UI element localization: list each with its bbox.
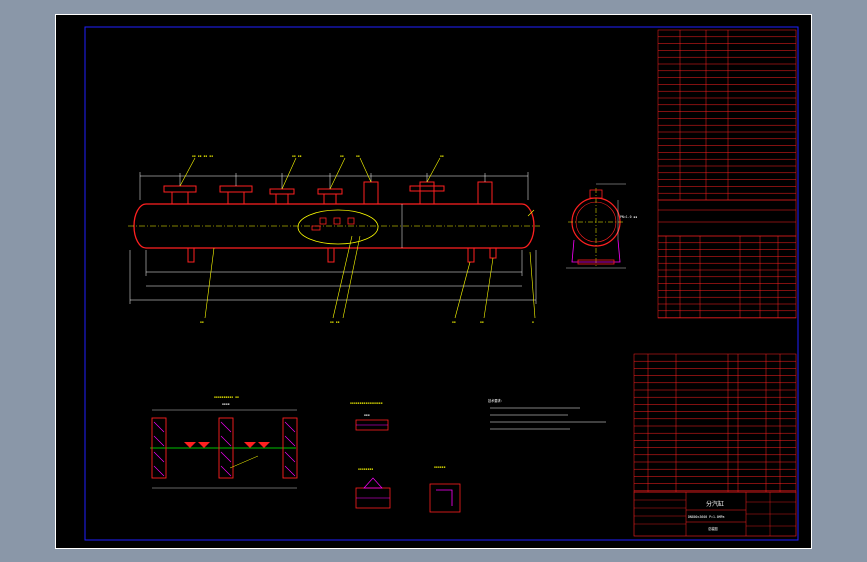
bottom-dimension-lines [129,250,537,304]
top-nozzles [163,181,493,205]
notes-header: 技术要求: [488,398,503,403]
svg-text:▪▪ ▪▪ ▪▪ ▪▪: ▪▪ ▪▪ ▪▪ ▪▪ [192,154,213,158]
svg-text:▪▪▪▪: ▪▪▪▪ [222,402,230,406]
title-block-subtitle: DN800×3600 P=1.0MPa [688,515,725,519]
weld-detail-3: ▪▪▪▪▪▪ [429,465,461,513]
svg-text:▪▪▪▪▪▪▪▪▪▪ ▪▪: ▪▪▪▪▪▪▪▪▪▪ ▪▪ [214,395,239,399]
outer-sheet-border [55,14,812,549]
top-dimension-chain [139,172,529,200]
svg-text:▪▪▪▪▪▪▪▪: ▪▪▪▪▪▪▪▪ [358,467,373,471]
technical-notes-table [657,199,797,237]
svg-text:▪: ▪ [532,320,534,324]
svg-text:▪▪: ▪▪ [200,320,204,324]
main-elevation-view: ▪▪ ▪▪ ▪▪ ▪▪▪▪ ▪▪ ▪▪▪▪▪▪ ▪▪▪▪ ▪▪ ▪▪▪▪▪ [128,154,540,324]
vessel-shell [133,203,535,249]
end-side-view: PN=1.0 ▪▪ [566,183,637,269]
svg-text:▪▪: ▪▪ [440,154,444,158]
title-block-title: 分汽缸 [706,500,724,508]
nozzle-table [657,235,797,319]
svg-text:▪▪: ▪▪ [452,320,456,324]
title-block-sheet: 总装图 [708,526,718,531]
technical-requirements: 技术要求: [488,398,606,430]
weld-detail-2: ▪▪▪▪▪▪▪▪ [355,467,391,509]
inner-drawing-border [84,26,799,541]
support-section-view: ▪▪▪▪▪▪▪▪▪▪ ▪▪ ▪▪▪▪ [150,395,298,489]
title-block: 分汽缸 DN800×3600 P=1.0MPa 总装图 [633,491,797,537]
balloon-leaders [179,157,536,319]
bill-of-materials [633,353,797,493]
svg-text:▪▪ ▪▪: ▪▪ ▪▪ [292,154,302,158]
svg-text:▪▪: ▪▪ [480,320,484,324]
svg-text:▪▪: ▪▪ [340,154,344,158]
internal-detail-callout [297,209,379,245]
svg-text:▪▪: ▪▪ [356,154,360,158]
svg-text:▪▪▪▪▪▪: ▪▪▪▪▪▪ [434,465,446,469]
weld-detail-1: ▪▪▪▪▪▪▪▪▪▪▪▪▪▪▪▪▪ ▪▪▪ [350,401,389,431]
svg-text:▪▪ ▪▪: ▪▪ ▪▪ [330,320,340,324]
design-data-table [657,29,797,201]
svg-text:▪▪▪: ▪▪▪ [364,413,370,417]
drawing-sheet [55,14,812,549]
svg-text:PN=1.0 ▪▪: PN=1.0 ▪▪ [620,215,637,219]
svg-text:▪▪▪▪▪▪▪▪▪▪▪▪▪▪▪▪▪: ▪▪▪▪▪▪▪▪▪▪▪▪▪▪▪▪▪ [350,401,383,405]
bottom-nozzles [187,247,497,263]
